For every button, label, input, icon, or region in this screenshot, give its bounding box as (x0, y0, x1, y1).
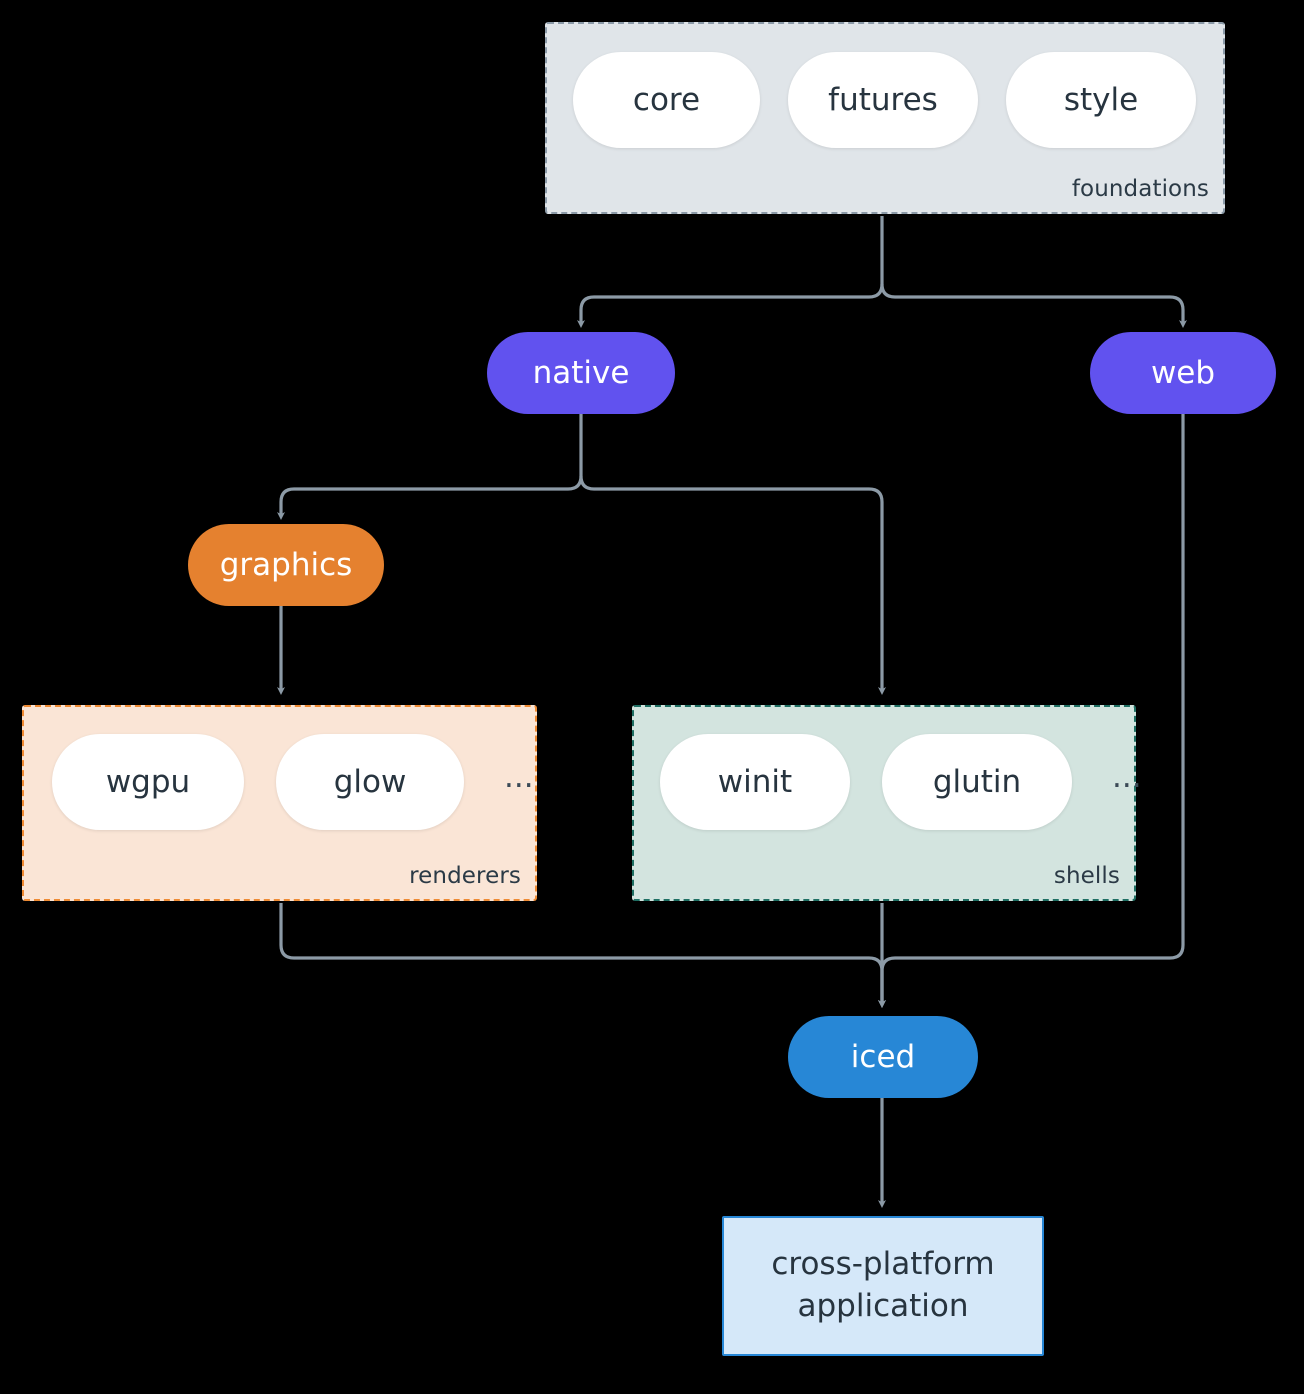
renderers-ellipsis: ... (504, 758, 534, 795)
edge-renderers-iced (279, 903, 886, 1008)
chip-glow-label: glow (333, 764, 407, 800)
chip-wgpu[interactable]: wgpu (52, 734, 244, 830)
cluster-renderers-items: wgpu glow ... (52, 734, 534, 830)
chip-futures[interactable]: futures (788, 52, 978, 148)
chip-style-label: style (1063, 82, 1139, 118)
cluster-renderers-label: renderers (409, 863, 521, 889)
edge-foundations-native (577, 283, 884, 328)
chip-glutin[interactable]: glutin (882, 734, 1072, 830)
cluster-shells-label: shells (1053, 863, 1120, 889)
cluster-foundations-items: core futures style (573, 52, 1196, 148)
chip-core[interactable]: core (573, 52, 760, 148)
cluster-shells: winit glutin ... shells (632, 705, 1142, 901)
cluster-foundations-label: foundations (1071, 176, 1209, 202)
chip-glow[interactable]: glow (276, 734, 464, 830)
node-web[interactable]: web (1090, 332, 1276, 414)
chip-glutin-label: glutin (932, 764, 1022, 800)
shells-ellipsis: ... (1112, 758, 1142, 795)
node-web-label: web (1150, 355, 1216, 391)
node-application-label-line1: cross-platform (771, 1246, 995, 1283)
cluster-foundations: core futures style foundations (545, 22, 1225, 214)
chip-winit[interactable]: winit (660, 734, 850, 830)
node-graphics-label: graphics (219, 547, 353, 583)
cluster-shells-items: winit glutin ... (660, 734, 1142, 830)
chip-winit-label: winit (717, 764, 793, 800)
edge-native-shells (579, 475, 886, 695)
node-cross-platform-application[interactable]: cross-platform application (722, 1216, 1044, 1356)
node-iced-label: iced (850, 1039, 916, 1075)
chip-style[interactable]: style (1006, 52, 1196, 148)
chip-futures-label: futures (828, 82, 938, 118)
node-native[interactable]: native (487, 332, 675, 414)
edge-foundations-web (880, 283, 1187, 328)
edge-native-graphics (277, 475, 583, 520)
node-graphics[interactable]: graphics (188, 524, 384, 606)
cluster-renderers: wgpu glow ... renderers (22, 705, 537, 901)
node-native-label: native (532, 355, 630, 391)
chip-wgpu-label: wgpu (105, 764, 191, 800)
node-iced[interactable]: iced (788, 1016, 978, 1098)
chip-core-label: core (632, 82, 701, 118)
node-application-label-line2: application (797, 1288, 969, 1324)
